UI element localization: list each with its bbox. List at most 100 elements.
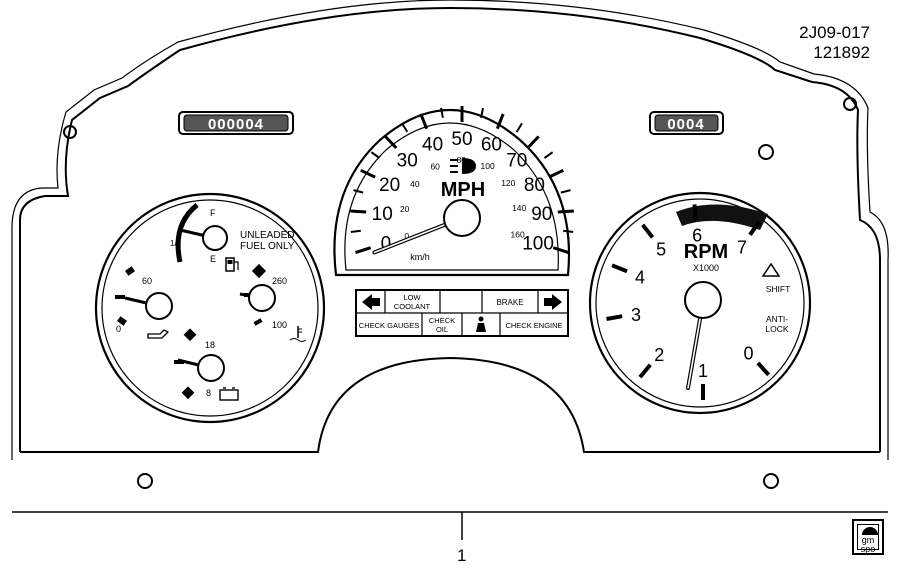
mounting-holes bbox=[63, 97, 857, 489]
speedometer-tick bbox=[419, 113, 429, 130]
speedometer-tick-label: 0 bbox=[381, 234, 392, 255]
tachometer-tick-label: 5 bbox=[656, 239, 666, 259]
upshift-icon bbox=[761, 262, 781, 277]
redline-band bbox=[676, 204, 768, 230]
speedometer-tick-label: 60 bbox=[481, 135, 502, 156]
left-odometer: 000004 bbox=[178, 111, 294, 135]
kmh-tick-label: 40 bbox=[410, 179, 420, 189]
kmh-tick-label: 0 bbox=[404, 231, 409, 241]
speedometer-tick bbox=[495, 113, 505, 130]
speedometer-tick bbox=[350, 229, 361, 233]
tachometer-tick bbox=[692, 204, 698, 221]
temp-low-label: 100 bbox=[272, 320, 287, 330]
speedometer-unit: MPH bbox=[441, 179, 485, 201]
speedometer-tick-label: 30 bbox=[397, 151, 418, 172]
left-gauge-outer-rim bbox=[94, 192, 326, 424]
speedometer-tick-label: 40 bbox=[422, 135, 443, 156]
tachometer-tick bbox=[638, 363, 652, 379]
oil-hub bbox=[145, 292, 173, 320]
tachometer-tick-label: 7 bbox=[737, 237, 747, 257]
volts-hub bbox=[197, 354, 225, 382]
right-turn-signal-icon bbox=[544, 294, 562, 310]
kmh-tick-label: 140 bbox=[512, 203, 526, 213]
tachometer-unit: RPM bbox=[684, 241, 728, 263]
speedometer-inner-rim bbox=[344, 122, 559, 271]
tachometer-tick bbox=[756, 361, 771, 377]
tachometer-tick bbox=[641, 223, 655, 239]
right-odometer-digits: 0004 bbox=[667, 116, 704, 133]
mounting-hole bbox=[843, 97, 857, 111]
oil-pressure-gauge: 60 0 bbox=[115, 266, 173, 339]
speedometer-tick bbox=[440, 107, 444, 118]
right-odometer: 0004 bbox=[649, 111, 724, 135]
speedometer-tick-marks bbox=[350, 106, 574, 255]
speedometer-tick bbox=[401, 122, 409, 133]
speedometer-outer-rim bbox=[333, 108, 571, 277]
shift-label: SHIFT bbox=[766, 284, 791, 294]
seatbelt-icon bbox=[476, 316, 486, 332]
tachometer-tick-label: 2 bbox=[654, 345, 664, 365]
mounting-hole bbox=[758, 144, 774, 160]
gm-spo-logo: gm spo bbox=[852, 519, 884, 555]
volts-low-label: 8 bbox=[206, 388, 211, 398]
battery-icon bbox=[219, 387, 239, 401]
fuel-empty-label: E bbox=[210, 254, 216, 264]
tachometer-tick-label: 0 bbox=[743, 344, 753, 364]
tachometer-tick-marks bbox=[606, 204, 771, 400]
left-odometer-digits: 000004 bbox=[208, 116, 264, 133]
fuel-hub bbox=[202, 225, 228, 251]
high-beam-icon bbox=[450, 158, 476, 174]
kmh-tick-label: 160 bbox=[511, 230, 525, 240]
check-engine-label: CHECK ENGINE bbox=[505, 321, 562, 330]
speedometer-tick bbox=[353, 189, 364, 194]
speedometer-tick-label: 20 bbox=[379, 175, 400, 196]
brake-label: BRAKE bbox=[496, 298, 523, 307]
volts-high-label: 18 bbox=[205, 340, 215, 350]
speedometer-tick bbox=[552, 246, 569, 255]
speedometer-tick bbox=[360, 168, 376, 179]
speedometer-tick bbox=[560, 189, 571, 194]
mounting-hole bbox=[63, 125, 77, 139]
speedometer-tick bbox=[543, 151, 554, 159]
tachometer-tick-label: 3 bbox=[631, 305, 641, 325]
reference-date: 121892 bbox=[813, 43, 870, 62]
speedometer-tick bbox=[548, 168, 564, 179]
speedometer-tick bbox=[350, 209, 367, 214]
kmh-tick-label: 20 bbox=[400, 204, 410, 214]
tachometer-tick-label: 1 bbox=[698, 361, 708, 381]
voltmeter-gauge: 18 8 bbox=[174, 328, 239, 401]
speedometer-tick bbox=[563, 229, 574, 233]
fuel-note-line2: FUEL ONLY bbox=[240, 241, 295, 252]
tachometer-inner-rim bbox=[595, 198, 805, 408]
tachometer-tick bbox=[611, 263, 628, 274]
reference-code: 2J09-017 bbox=[799, 23, 870, 42]
fuel-note-line1: UNLEADED bbox=[240, 230, 294, 241]
speedometer-tick-label: 100 bbox=[522, 234, 554, 255]
fuel-gauge: F E 1/2 UNLEADED FUEL ONLY bbox=[170, 203, 295, 272]
tachometer-tick bbox=[748, 220, 761, 236]
kmh-unit: km/h bbox=[410, 252, 430, 262]
kmh-tick-label: 100 bbox=[481, 161, 495, 171]
cluster-housing bbox=[19, 6, 881, 452]
left-turn-signal-icon bbox=[362, 294, 380, 310]
tachometer-hub bbox=[684, 281, 722, 319]
kmh-tick-label: 80 bbox=[457, 155, 467, 165]
kmh-tick-label: 60 bbox=[430, 162, 440, 172]
speedometer-tick bbox=[557, 209, 574, 214]
cluster-lower-edge bbox=[20, 356, 880, 453]
fuel-full-label: F bbox=[210, 208, 216, 218]
speedometer-tick-label: 90 bbox=[531, 204, 552, 225]
speedometer-tick bbox=[355, 246, 372, 255]
temp-hub bbox=[248, 284, 276, 312]
antilock-label: ANTI-LOCK bbox=[765, 314, 788, 334]
left-gauge-cluster: F E 1/2 UNLEADED FUEL ONLY 60 0 bbox=[94, 192, 326, 424]
